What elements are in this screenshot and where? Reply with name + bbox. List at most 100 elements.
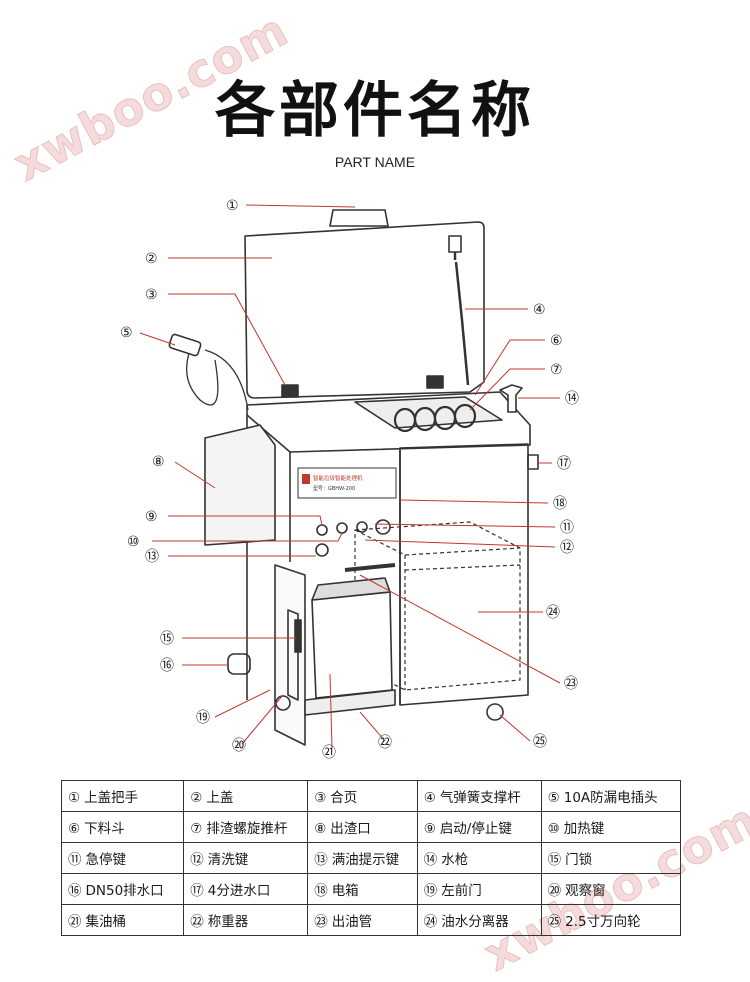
part-number: ㉔	[423, 914, 438, 930]
part-label: 启动/停止键	[439, 821, 512, 837]
part-number: ⑮	[547, 852, 562, 868]
part-number: ㉓	[314, 914, 328, 930]
machine-diagram: ① ② ③ ④ ⑤ ⑥ ⑦ ⑭ ⑧ ⑨ ⑩ ⑬ ⑰ ⑱ ⑪ ⑫ ㉔ ⑮ ⑯ ㉓ …	[120, 198, 579, 760]
power-cable	[186, 349, 249, 411]
callout-9: ⑨	[145, 509, 158, 525]
part-label: 4分进水口	[207, 883, 271, 899]
part-label: 水枪	[441, 852, 469, 868]
callout-11: ⑪	[560, 520, 574, 536]
part-label: 上盖	[206, 790, 234, 806]
part-number: ㉕	[547, 914, 562, 930]
part-number: ㉑	[68, 914, 82, 930]
callout-6: ⑥	[550, 333, 563, 349]
hinge-right	[426, 375, 444, 389]
power-plug	[168, 333, 202, 357]
part-number: ①	[68, 790, 81, 806]
right-cabinet	[399, 443, 529, 706]
callout-7: ⑦	[550, 362, 563, 378]
panel-brand-text: 智能垃圾智能处理机	[313, 474, 363, 482]
part-label: 集油桶	[85, 914, 127, 930]
weighing-scale	[304, 689, 396, 716]
callout-17: ⑰	[557, 456, 571, 472]
part-label: 急停键	[85, 852, 127, 868]
callout-13: ⑬	[145, 549, 159, 565]
part-number: ⑥	[68, 821, 81, 837]
callout-5: ⑤	[120, 325, 133, 341]
part-number: ⑱	[314, 883, 328, 899]
panel-model-text: 型号：GBHW-200	[313, 485, 355, 492]
part-label: 电箱	[331, 883, 359, 899]
part-number: ⑰	[190, 883, 204, 899]
callout-1: ①	[226, 198, 239, 214]
oil-outlet-pipe	[344, 563, 396, 572]
page-title: 各部件名称	[215, 76, 535, 146]
side-outlet-box	[204, 424, 276, 546]
part-number: ⑨	[423, 821, 436, 837]
part-number: ⑲	[423, 883, 438, 899]
callout-21: ㉑	[322, 745, 336, 760]
lid	[244, 221, 485, 399]
part-number: ⑩	[547, 821, 560, 837]
water-inlet	[527, 454, 539, 470]
part-number: ④	[423, 790, 436, 806]
part-number: ⑪	[68, 852, 82, 868]
left-front-door	[274, 564, 306, 746]
door-lock	[294, 619, 302, 653]
callout-labels: ① ② ③ ④ ⑤ ⑥ ⑦ ⑭ ⑧ ⑨ ⑩ ⑬ ⑰ ⑱ ⑪ ⑫ ㉔ ⑮ ⑯ ㉓ …	[120, 198, 579, 760]
callout-4: ④	[533, 302, 546, 318]
page-subtitle: PART NAME	[334, 154, 416, 170]
callout-2: ②	[145, 251, 158, 267]
callout-22: ㉒	[378, 735, 392, 751]
part-label: 下料斗	[84, 821, 125, 837]
part-label: 出油管	[331, 914, 373, 930]
part-number: ⑬	[314, 852, 328, 868]
part-label: 出渣口	[330, 821, 371, 837]
oil-barrel-top	[311, 577, 391, 601]
callout-14: ⑭	[565, 391, 579, 407]
spiral-auger	[393, 403, 477, 433]
feed-hopper	[354, 396, 503, 429]
part-label: 观察窗	[565, 883, 606, 899]
gas-strut-mount	[448, 235, 462, 253]
oil-water-separator	[354, 521, 521, 691]
part-number: ⑫	[190, 852, 204, 868]
part-number: ⑳	[547, 883, 562, 899]
callout-10: ⑩	[127, 534, 140, 550]
part-label: 合页	[330, 790, 358, 806]
callout-12: ⑫	[560, 540, 574, 556]
lid-handle	[329, 209, 389, 227]
part-label: 上盖把手	[84, 790, 139, 806]
part-label: 清洗键	[207, 852, 249, 868]
part-number: ③	[314, 790, 327, 806]
part-label: 左前门	[441, 883, 482, 899]
callout-18: ⑱	[553, 496, 567, 512]
callout-20: ⑳	[232, 738, 246, 754]
part-label: 气弹簧支撑杆	[439, 790, 521, 806]
part-label: 加热键	[563, 821, 605, 837]
gas-strut	[453, 240, 470, 386]
hinge-left	[281, 384, 299, 398]
callout-lines	[139, 204, 561, 749]
